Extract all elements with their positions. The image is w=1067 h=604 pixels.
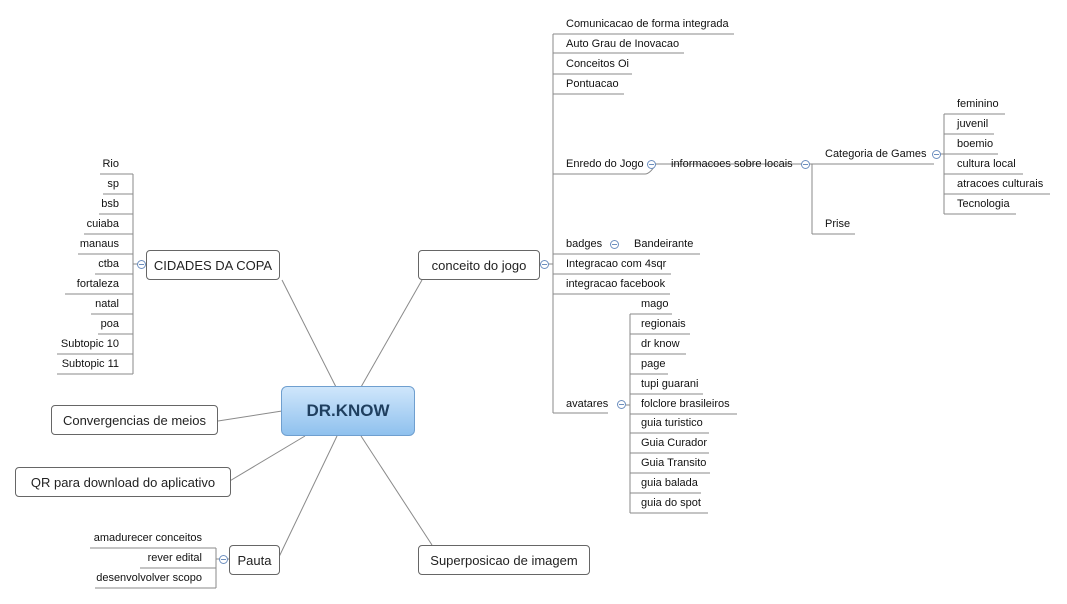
subtopic-categoria-de-games[interactable]: Categoria de Games xyxy=(825,148,927,160)
collapse-icon[interactable] xyxy=(137,260,146,269)
subtopic-boemio[interactable]: boemio xyxy=(957,138,994,150)
subtopic-natal[interactable]: natal xyxy=(95,298,119,310)
subtopic-desenvolvolver-scopo[interactable]: desenvolvolver scopo xyxy=(96,572,202,584)
subtopic-comunicacao[interactable]: Comunicacao de forma integrada xyxy=(566,18,729,30)
subtopic-poa[interactable]: poa xyxy=(100,318,119,330)
subtopic-mago[interactable]: mago xyxy=(641,298,669,310)
subtopic-tecnologia[interactable]: Tecnologia xyxy=(957,198,1010,210)
subtopic-badges[interactable]: badges xyxy=(566,238,603,250)
topic-convergencias-de-meios[interactable]: Convergencias de meios xyxy=(51,405,218,435)
subtopic-atracoes-culturais[interactable]: atracoes culturais xyxy=(957,178,1044,190)
central-topic-dr-know[interactable]: DR.KNOW xyxy=(281,386,415,436)
topic-cidades-da-copa[interactable]: CIDADES DA COPA xyxy=(146,250,280,280)
subtopic-cultura-local[interactable]: cultura local xyxy=(957,158,1016,170)
subtopic-fortaleza[interactable]: fortaleza xyxy=(76,278,119,290)
collapse-icon[interactable] xyxy=(801,160,810,169)
subtopic-pontuacao[interactable]: Pontuacao xyxy=(566,78,619,90)
topic-conceito-do-jogo[interactable]: conceito do jogo xyxy=(418,250,540,280)
topic-superposicao-de-imagem[interactable]: Superposicao de imagem xyxy=(418,545,590,575)
collapse-icon[interactable] xyxy=(932,150,941,159)
subtopic-page[interactable]: page xyxy=(641,358,666,370)
subtopic-enredo-do-jogo[interactable]: Enredo do Jogo xyxy=(566,158,644,170)
subtopic-guia-transito[interactable]: Guia Transito xyxy=(641,457,707,469)
subtopic-dr-know[interactable]: dr know xyxy=(641,338,680,350)
subtopic-feminino[interactable]: feminino xyxy=(957,98,999,110)
subtopic-ctba[interactable]: ctba xyxy=(98,258,119,270)
subtopic-tupi-guarani[interactable]: tupi guarani xyxy=(641,378,699,390)
subtopic-cuiaba[interactable]: cuiaba xyxy=(86,218,119,230)
subtopic-conceitos-oi[interactable]: Conceitos Oi xyxy=(566,58,629,70)
subtopic-avatares[interactable]: avatares xyxy=(566,398,609,410)
subtopic-bsb[interactable]: bsb xyxy=(101,198,119,210)
collapse-icon[interactable] xyxy=(610,240,619,249)
subtopic-11[interactable]: Subtopic 11 xyxy=(61,358,119,370)
subtopic-prise[interactable]: Prise xyxy=(825,218,851,230)
subtopic-juvenil[interactable]: juvenil xyxy=(957,118,989,130)
collapse-icon[interactable] xyxy=(540,260,549,269)
collapse-icon[interactable] xyxy=(647,160,656,169)
collapse-icon[interactable] xyxy=(219,555,228,564)
topic-qr-download[interactable]: QR para download do aplicativo xyxy=(15,467,231,497)
subtopic-folclore-brasileiros[interactable]: folclore brasileiros xyxy=(641,398,730,410)
subtopic-regionais[interactable]: regionais xyxy=(641,318,686,330)
subtopic-auto-grau[interactable]: Auto Grau de Inovacao xyxy=(566,38,680,50)
collapse-icon[interactable] xyxy=(617,400,626,409)
subtopic-guia-curador[interactable]: Guia Curador xyxy=(641,437,708,449)
subtopic-rever-edital[interactable]: rever edital xyxy=(147,552,202,564)
subtopic-informacoes-sobre-locais[interactable]: informacoes sobre locais xyxy=(671,158,793,170)
subtopic-guia-balada[interactable]: guia balada xyxy=(641,477,698,489)
subtopic-integracao-facebook[interactable]: integracao facebook xyxy=(566,278,666,290)
subtopic-manaus[interactable]: manaus xyxy=(79,238,119,250)
subtopic-guia-do-spot[interactable]: guia do spot xyxy=(641,497,701,509)
subtopic-sp[interactable]: sp xyxy=(107,178,119,190)
subtopic-rio[interactable]: Rio xyxy=(102,158,119,170)
subtopic-bandeirante[interactable]: Bandeirante xyxy=(634,238,694,250)
subtopic-guia-turistico[interactable]: guia turistico xyxy=(641,417,703,429)
subtopic-10[interactable]: Subtopic 10 xyxy=(60,338,119,350)
topic-pauta[interactable]: Pauta xyxy=(229,545,280,575)
subtopic-amadurecer-conceitos[interactable]: amadurecer conceitos xyxy=(93,532,202,544)
subtopic-integracao-4sqr[interactable]: Integracao com 4sqr xyxy=(566,258,667,270)
